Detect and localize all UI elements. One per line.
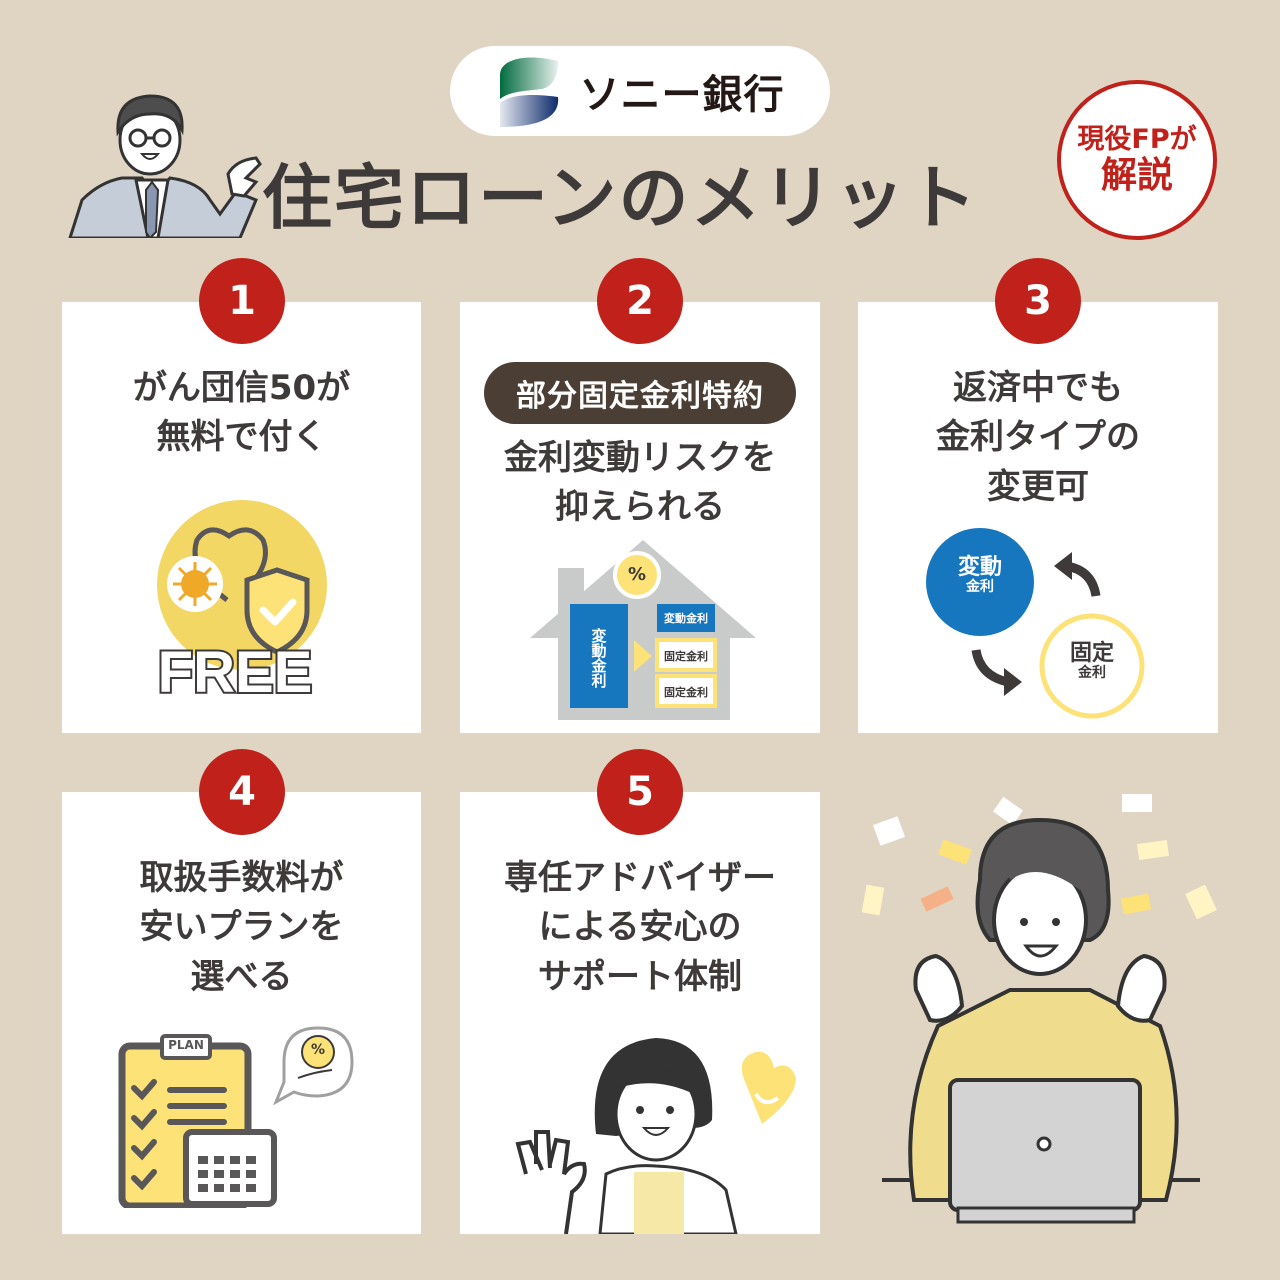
house-rate-illustration: % 変動金利 変動金利 固定金利 固定金利: [530, 540, 756, 720]
merit-card-3: 返済中でも 金利タイプの 変更可 変動 金利 固定 金利: [858, 302, 1218, 733]
number-badge-5: 5: [597, 749, 683, 835]
free-insurance-illustration: FREE: [157, 500, 327, 700]
card-3-line-3: 変更可: [987, 466, 1089, 507]
card-1-line-2: 無料で付く: [156, 417, 327, 458]
celebrating-woman-illustration: [860, 780, 1240, 1230]
number-badge-4: 4: [199, 749, 285, 835]
plan-clipboard-illustration: PLAN %: [118, 1022, 368, 1208]
card-5-line-1: 専任アドバイザー: [504, 858, 776, 898]
percent-icon: %: [627, 564, 647, 585]
number-badge-2: 2: [597, 258, 683, 344]
variable-rate-block: 変動金利: [589, 628, 608, 688]
card-4-line-2: 安いプランを: [139, 907, 344, 948]
card-4-line-1: 取扱手数料が: [139, 858, 344, 898]
confetti: [861, 794, 1217, 920]
badge-line-2: 解説: [1100, 154, 1173, 196]
card-2-line-1: 金利変動リスクを: [504, 438, 776, 478]
card-5-line-3: サポート体制: [538, 956, 742, 997]
page-title: 住宅ローンのメリット: [262, 157, 979, 239]
variable-rate-label: 変動金利: [664, 612, 708, 625]
sony-bank-logo-icon: [496, 53, 562, 129]
card-3-line-1: 返済中でも: [953, 368, 1123, 408]
card-5-line-2: による安心の: [538, 907, 742, 948]
merit-card-2: 部分固定金利特約 金利変動リスクを 抑えられる % 変動金利 変動金利 固定金利…: [460, 302, 820, 733]
fixed-rate-label-1: 固定金利: [664, 650, 708, 663]
card-3-line-2: 金利タイプの: [936, 417, 1140, 458]
merit-card-1: がん団信50が 無料で付く FREE: [62, 302, 421, 733]
rate-switch-illustration: 変動 金利 固定 金利: [926, 526, 1150, 722]
fp-explains-badge: 現役FPが 解説: [1057, 80, 1217, 240]
badge-line-1: 現役FPが: [1077, 123, 1197, 155]
variable-main-label: 変動: [957, 555, 1002, 580]
fixed-sub-label: 金利: [1078, 665, 1106, 682]
fixed-rate-label-2: 固定金利: [664, 686, 708, 699]
card-1-line-1: がん団信50が: [132, 368, 351, 408]
presenter-illustration: [60, 82, 270, 238]
number-badge-3: 3: [995, 258, 1081, 344]
plan-label: PLAN: [168, 1038, 204, 1052]
card-2-line-2: 抑えられる: [555, 487, 725, 528]
merit-card-4: 取扱手数料が 安いプランを 選べる PLAN %: [62, 792, 421, 1234]
free-label: FREE: [158, 640, 313, 700]
fixed-main-label: 固定: [1069, 641, 1114, 666]
percent-bubble-icon: %: [310, 1042, 326, 1058]
partial-fixed-rate-tag: 部分固定金利特約: [484, 362, 796, 424]
card-4-line-3: 選べる: [190, 956, 293, 997]
logo-text: ソニー銀行: [579, 72, 785, 118]
number-badge-1: 1: [199, 258, 285, 344]
variable-sub-label: 金利: [966, 579, 994, 596]
sony-bank-logo: ソニー銀行: [450, 46, 830, 136]
advisor-illustration: [506, 1024, 796, 1234]
merit-card-5: 専任アドバイザー による安心の サポート体制: [460, 792, 820, 1234]
